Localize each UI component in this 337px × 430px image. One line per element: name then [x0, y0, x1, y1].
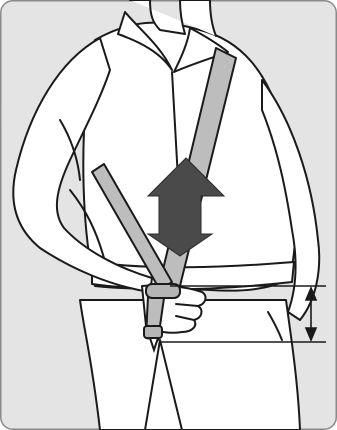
- buckle-bottom: [144, 326, 162, 338]
